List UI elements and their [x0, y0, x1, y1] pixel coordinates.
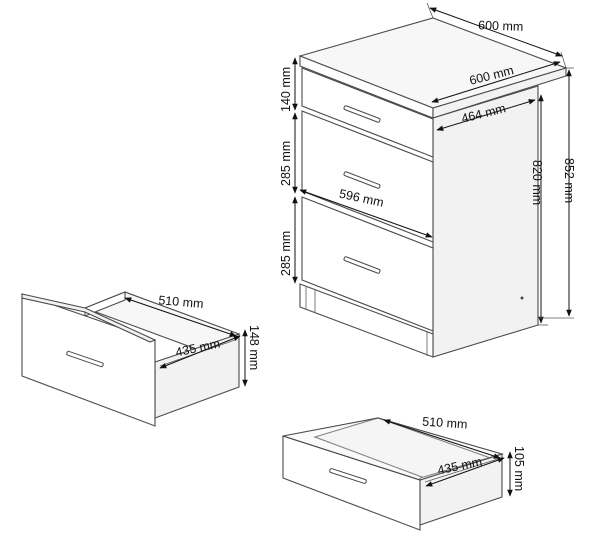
- drawer-handle-top: [343, 105, 381, 123]
- drawer-handle-middle: [343, 171, 381, 189]
- label-285-a: 285 mm: [279, 141, 293, 186]
- big-drawer: [21, 291, 241, 427]
- small-drawer: [282, 417, 504, 531]
- big-drawer-handle: [66, 350, 104, 368]
- dimension-labels: 600 mm 600 mm 464 mm 596 mm 140 mm 285 m…: [158, 18, 576, 491]
- cabinet-plinth: [299, 283, 434, 358]
- label-small-510: 510 mm: [422, 414, 468, 431]
- label-small-105: 105 mm: [512, 446, 526, 491]
- label-852: 852 mm: [562, 158, 576, 203]
- dimension-lines: [124, 2, 574, 497]
- drawer-front-top: [301, 67, 434, 158]
- label-600-top: 600 mm: [478, 18, 524, 34]
- cabinet-side-hole: [520, 296, 524, 300]
- label-285-b: 285 mm: [279, 231, 293, 276]
- small-drawer-handle: [329, 468, 367, 484]
- drawer-handle-bottom: [343, 256, 381, 274]
- label-820: 820 mm: [530, 160, 544, 205]
- label-big-510: 510 mm: [158, 293, 204, 311]
- label-140: 140 mm: [279, 67, 293, 112]
- label-big-148: 148 mm: [247, 325, 261, 370]
